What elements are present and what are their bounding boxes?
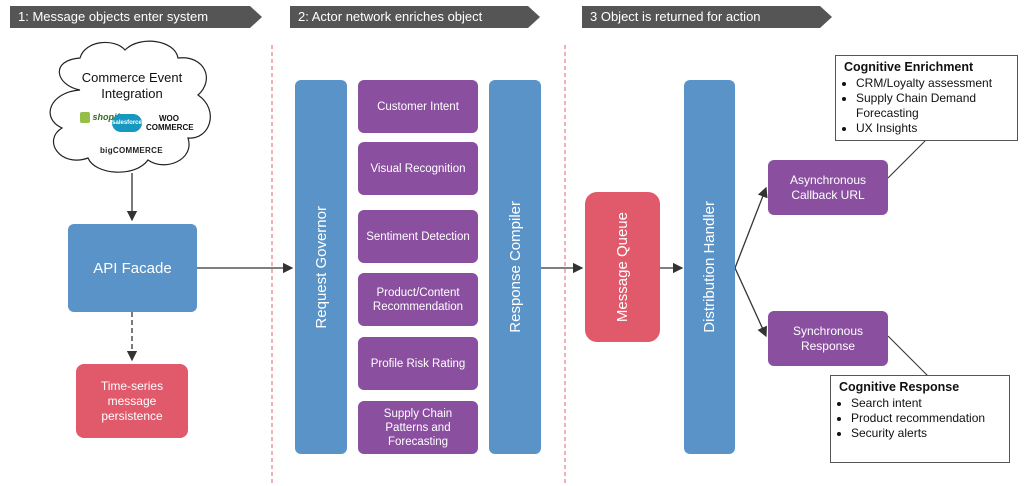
response-list: Search intent Product recommendation Sec… xyxy=(839,396,1001,441)
stage-banner-2: 2: Actor network enriches object xyxy=(290,6,540,28)
request-governor: Request Governor xyxy=(295,80,347,454)
async-callback-url: Asynchronous Callback URL xyxy=(768,160,888,215)
actor-product-recommendation: Product/Content Recommendation xyxy=(358,273,478,326)
arrow-handler-to-async xyxy=(734,186,768,269)
stage-banner-1: 1: Message objects enter system xyxy=(10,6,262,28)
actor-visual-recognition: Visual Recognition xyxy=(358,142,478,195)
actor-label: Supply Chain Patterns and Forecasting xyxy=(383,407,453,448)
message-queue-label: Message Queue xyxy=(614,211,631,323)
distribution-handler-label: Distribution Handler xyxy=(701,201,718,333)
response-title: Cognitive Response xyxy=(839,380,960,394)
actor-supply-chain-forecasting: Supply Chain Patterns and Forecasting xyxy=(358,401,478,454)
cognitive-enrichment-callout: Cognitive Enrichment CRM/Loyalty assessm… xyxy=(835,55,1018,141)
stage-banner-1-label: 1: Message objects enter system xyxy=(18,9,209,24)
actor-label: Product/Content Recommendation xyxy=(372,286,464,313)
stage-banner-3: 3 Object is returned for action xyxy=(582,6,832,28)
actor-label: Sentiment Detection xyxy=(366,230,470,243)
api-facade-label: API Facade xyxy=(93,259,172,277)
stage-banner-3-label: 3 Object is returned for action xyxy=(590,9,761,24)
shopify-logo: shopify xyxy=(80,112,125,124)
enrichment-title: Cognitive Enrichment xyxy=(844,60,974,74)
enrichment-item: Supply Chain Demand Forecasting xyxy=(856,91,1009,121)
cognitive-response-callout: Cognitive Response Search intent Product… xyxy=(830,375,1010,463)
actor-label: Profile Risk Rating xyxy=(370,357,466,370)
message-queue: Message Queue xyxy=(585,192,660,342)
actor-customer-intent: Customer Intent xyxy=(358,80,478,133)
actor-label: Customer Intent xyxy=(377,100,459,113)
synchronous-response: Synchronous Response xyxy=(768,311,888,366)
woocommerce-logo: WOO COMMERCE xyxy=(146,114,194,132)
enrichment-item: UX Insights xyxy=(856,121,1009,136)
enrichment-item: CRM/Loyalty assessment xyxy=(856,76,1009,91)
cloud-title: Commerce Event Integration xyxy=(81,70,183,101)
actor-profile-risk-rating: Profile Risk Rating xyxy=(358,337,478,390)
response-item: Search intent xyxy=(851,396,1001,411)
cloud-shape xyxy=(49,40,211,173)
actor-label: Visual Recognition xyxy=(370,162,466,175)
salesforce-logo: salesforce xyxy=(112,114,142,132)
enrichment-list: CRM/Loyalty assessment Supply Chain Dema… xyxy=(844,76,1009,136)
enrichment-pointer xyxy=(887,137,929,179)
time-series-persistence: Time-series message persistence xyxy=(76,364,188,438)
response-pointer xyxy=(887,335,929,377)
distribution-handler: Distribution Handler xyxy=(684,80,735,454)
async-callback-label: Asynchronous Callback URL xyxy=(789,172,867,202)
arrow-handler-to-sync xyxy=(734,267,767,338)
response-compiler: Response Compiler xyxy=(489,80,541,454)
actor-sentiment-detection: Sentiment Detection xyxy=(358,210,478,263)
request-governor-label: Request Governor xyxy=(312,205,330,329)
api-facade: API Facade xyxy=(68,224,197,312)
sync-response-label: Synchronous Response xyxy=(792,323,864,353)
stage-banner-2-label: 2: Actor network enriches object xyxy=(298,9,483,24)
response-item: Security alerts xyxy=(851,426,1001,441)
response-compiler-label: Response Compiler xyxy=(506,201,524,333)
bigcommerce-logo: bigCOMMERCE xyxy=(100,146,163,155)
persistence-label: Time-series message persistence xyxy=(100,378,164,423)
response-item: Product recommendation xyxy=(851,411,1001,426)
